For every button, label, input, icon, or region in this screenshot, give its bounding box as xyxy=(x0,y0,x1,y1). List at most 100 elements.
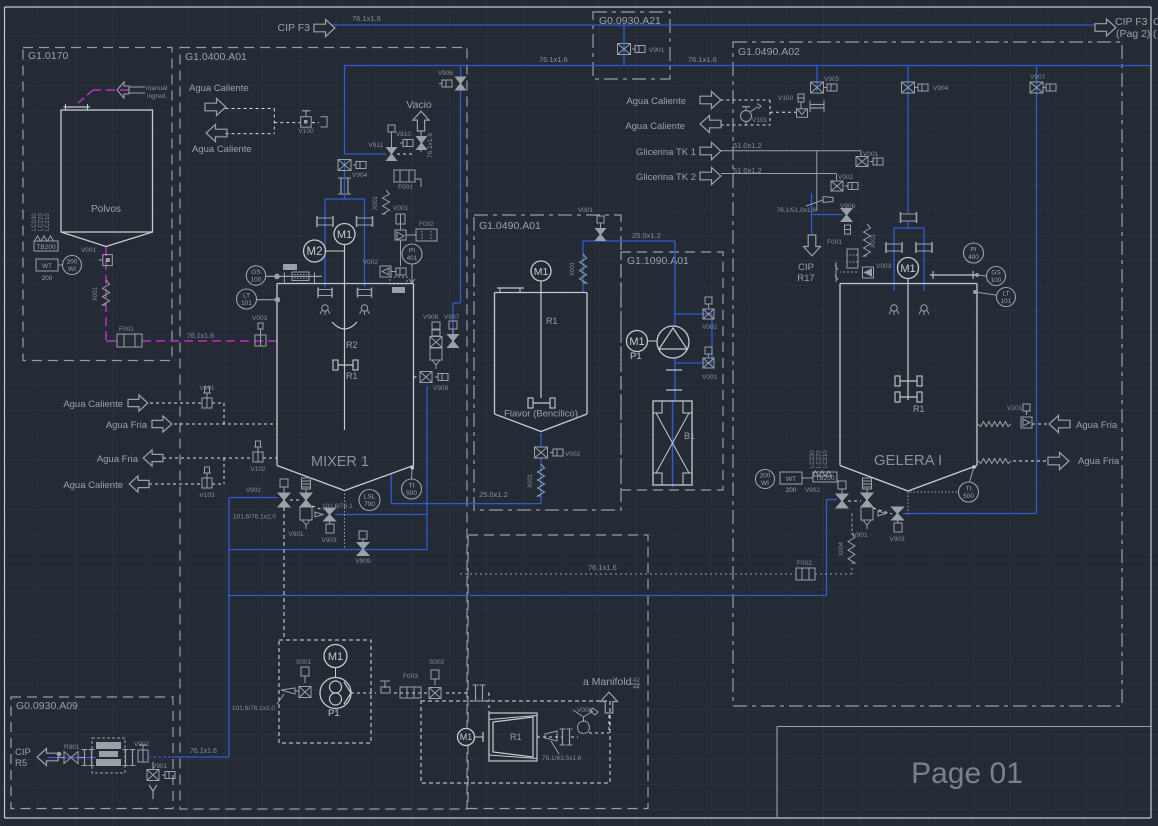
svg-text:M2: M2 xyxy=(307,246,323,258)
svg-text:V904: V904 xyxy=(352,172,368,179)
svg-text:V003: V003 xyxy=(876,263,892,270)
svg-text:Flavor (Bencílico): Flavor (Bencílico) xyxy=(504,409,578,420)
svg-text:Agua Caliente: Agua Caliente xyxy=(63,480,123,491)
svg-text:51.0x1.2: 51.0x1.2 xyxy=(733,141,762,150)
svg-text:76.1x1.6: 76.1x1.6 xyxy=(187,333,214,340)
svg-text:M1: M1 xyxy=(900,263,915,275)
svg-text:X001: X001 xyxy=(570,261,576,276)
svg-text:S001: S001 xyxy=(296,659,312,666)
svg-text:LT: LT xyxy=(243,293,250,300)
svg-text:76.1x1.6: 76.1x1.6 xyxy=(688,55,717,64)
svg-text:Agua Caliente: Agua Caliente xyxy=(63,399,123,410)
svg-text:Vacio: Vacio xyxy=(406,99,432,111)
svg-text:PI: PI xyxy=(970,247,976,254)
svg-text:V001: V001 xyxy=(863,151,879,158)
svg-text:R1: R1 xyxy=(510,732,522,742)
svg-text:V001: V001 xyxy=(81,247,97,254)
svg-text:76.1x1.6: 76.1x1.6 xyxy=(190,748,217,755)
svg-text:G0.0930.A21: G0.0930.A21 xyxy=(599,15,661,27)
svg-text:Agua Caliente: Agua Caliente xyxy=(189,83,249,94)
svg-text:PI: PI xyxy=(409,248,415,255)
svg-text:LC210: LC210 xyxy=(823,450,829,468)
svg-text:V906: V906 xyxy=(438,70,454,77)
svg-text:V001: V001 xyxy=(702,374,718,381)
svg-text:P1: P1 xyxy=(328,708,340,719)
svg-text:F001: F001 xyxy=(119,326,134,333)
svg-text:a Manifold: a Manifold xyxy=(583,676,632,688)
svg-text:X001: X001 xyxy=(373,195,379,210)
svg-text:200: 200 xyxy=(67,259,78,266)
svg-text:LT: LT xyxy=(1002,291,1009,298)
svg-text:V100: V100 xyxy=(298,128,314,135)
svg-text:WI: WI xyxy=(761,480,769,487)
svg-text:R901: R901 xyxy=(64,744,80,751)
svg-text:X001: X001 xyxy=(528,473,534,488)
svg-text:F001: F001 xyxy=(398,184,413,191)
svg-text:401: 401 xyxy=(407,255,418,262)
svg-text:S002: S002 xyxy=(429,659,445,666)
svg-text:R5: R5 xyxy=(15,758,27,769)
svg-text:25.0x1.2: 25.0x1.2 xyxy=(479,490,508,499)
svg-text:V906: V906 xyxy=(840,203,856,210)
svg-text:V909: V909 xyxy=(355,558,371,565)
svg-text:V002: V002 xyxy=(363,259,379,266)
svg-text:G1.0170: G1.0170 xyxy=(28,50,68,62)
svg-text:Agua Caliente: Agua Caliente xyxy=(626,96,686,107)
svg-text:GELERA I: GELERA I xyxy=(874,452,942,469)
svg-text:CIP: CIP xyxy=(15,747,31,758)
svg-text:TI: TI xyxy=(409,483,415,490)
svg-text:V101: V101 xyxy=(199,385,215,392)
svg-text:M1: M1 xyxy=(460,732,473,742)
svg-text:C: C xyxy=(1153,16,1158,28)
svg-text:V101: V101 xyxy=(752,117,768,124)
svg-text:V003: V003 xyxy=(252,315,268,322)
svg-text:R1: R1 xyxy=(346,371,358,381)
svg-text:101: 101 xyxy=(1001,298,1012,305)
svg-text:V910: V910 xyxy=(396,131,412,138)
svg-text:TB200: TB200 xyxy=(36,244,56,251)
svg-text:V901: V901 xyxy=(152,763,168,770)
svg-text:V902: V902 xyxy=(805,487,821,494)
svg-text:R1: R1 xyxy=(913,404,925,414)
svg-text:X004: X004 xyxy=(839,541,845,556)
svg-text:WT: WT xyxy=(42,263,52,270)
svg-text:manual: manual xyxy=(146,85,168,92)
svg-text:200: 200 xyxy=(786,487,797,494)
svg-text:76,1/51,0x1,6: 76,1/51,0x1,6 xyxy=(777,207,817,214)
svg-text:V904: V904 xyxy=(933,85,949,92)
svg-text:GS: GS xyxy=(991,270,1001,277)
svg-text:LC210: LC210 xyxy=(45,213,51,231)
svg-text:V907: V907 xyxy=(1030,74,1046,81)
svg-text:F001: F001 xyxy=(827,239,842,246)
svg-text:101,6/76.1: 101,6/76.1 xyxy=(322,503,353,510)
svg-text:101: 101 xyxy=(241,300,252,307)
svg-text:V908: V908 xyxy=(433,385,449,392)
svg-text:100: 100 xyxy=(251,277,262,284)
svg-text:(Pag 2): (Pag 2) xyxy=(1116,28,1150,40)
svg-text:101,6/76,1x2,0: 101,6/76,1x2,0 xyxy=(232,705,275,712)
svg-text:V902: V902 xyxy=(246,487,262,494)
svg-text:Page 01: Page 01 xyxy=(911,757,1023,790)
svg-text:WT: WT xyxy=(786,476,796,483)
svg-text:M1: M1 xyxy=(629,336,644,348)
svg-text:LC220: LC220 xyxy=(817,450,823,468)
svg-text:WI: WI xyxy=(68,266,76,273)
svg-text:CIP F3: CIP F3 xyxy=(1115,16,1148,28)
svg-text:V001: V001 xyxy=(578,207,594,214)
svg-text:(: ( xyxy=(1153,28,1157,40)
svg-text:V006: V006 xyxy=(577,707,593,714)
svg-text:76,1/63.5x1.6: 76,1/63.5x1.6 xyxy=(542,755,582,762)
svg-text:101,6/76,1x2,0: 101,6/76,1x2,0 xyxy=(233,514,276,521)
svg-text:M1: M1 xyxy=(534,266,549,278)
svg-text:Agua Fria: Agua Fria xyxy=(1078,456,1120,467)
svg-text:V002: V002 xyxy=(838,174,854,181)
svg-text:R2: R2 xyxy=(346,340,358,350)
svg-text:G1.1090.A01: G1.1090.A01 xyxy=(627,255,689,267)
svg-text:400: 400 xyxy=(968,254,979,261)
svg-text:700: 700 xyxy=(364,501,375,508)
svg-text:V903: V903 xyxy=(321,537,337,544)
svg-text:M1: M1 xyxy=(337,229,352,241)
svg-text:51.0x1.2: 51.0x1.2 xyxy=(733,166,762,175)
svg-text:G1.0490.A02: G1.0490.A02 xyxy=(738,46,800,58)
svg-text:V103: V103 xyxy=(199,492,215,499)
